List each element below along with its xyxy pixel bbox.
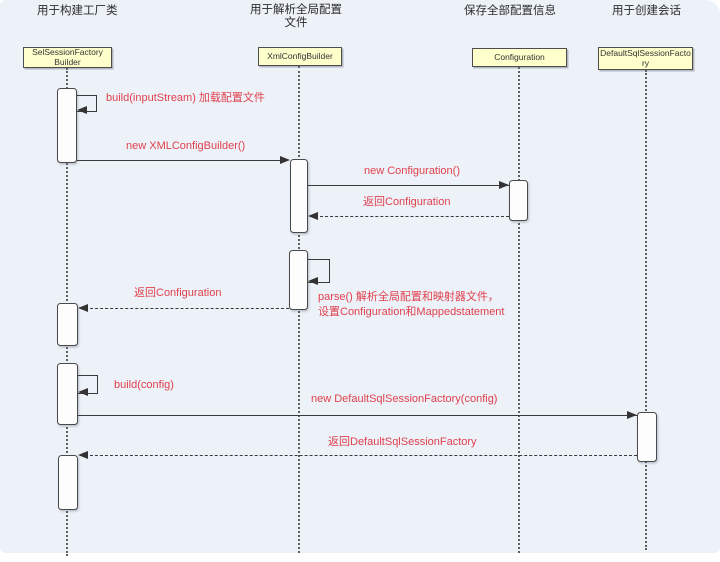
activation-bar <box>637 412 657 462</box>
lifeline-configuration <box>518 67 520 553</box>
activation-bar <box>509 180 528 221</box>
actor-annotation-config-store: 保存全部配置信息 <box>464 5 556 17</box>
message-label: new DefaultSqlSessionFactory(config) <box>311 393 498 405</box>
message-label: 返回Configuration <box>134 287 222 299</box>
activation-bar <box>57 363 78 425</box>
activation-bar <box>57 88 77 163</box>
actor-box-xmlconfigbuilder: XmlConfigBuilder <box>258 47 342 66</box>
message-label: 返回DefaultSqlSessionFactory <box>328 436 477 448</box>
self-message-loop <box>77 95 97 112</box>
actor-box-sqlsessionfactorybuilder: SelSessionFactory Builder <box>23 47 112 68</box>
lifeline-defaultsqlsessionfactory <box>645 70 647 550</box>
message-label: 返回Configuration <box>363 196 451 208</box>
arrowhead-left-icon <box>308 277 318 285</box>
actor-box-label: DefaultSqlSessionFactory <box>600 48 691 68</box>
actor-annotation-session-creator: 用于创建会话 <box>612 5 681 17</box>
actor-box-label: XmlConfigBuilder <box>267 50 333 61</box>
message-line <box>308 185 509 186</box>
message-line <box>77 160 280 161</box>
message-label: build(inputStream) 加载配置文件 <box>106 92 265 104</box>
message-return-line <box>310 216 509 217</box>
actor-annotation-config-parser: 用于解析全局配置文件 <box>250 4 342 29</box>
arrowhead-left-icon <box>78 451 88 459</box>
actor-box-defaultsqlsessionfactory: DefaultSqlSessionFactory <box>598 47 693 70</box>
arrowhead-left-icon <box>78 304 88 312</box>
message-label: new XMLConfigBuilder() <box>126 140 246 152</box>
activation-bar <box>289 250 308 310</box>
arrowhead-right-icon <box>280 156 290 164</box>
self-message-loop <box>78 375 98 394</box>
self-message-loop <box>308 259 330 283</box>
message-label: parse() 解析全局配置和映射器文件， <box>318 291 499 303</box>
actor-box-configuration: Configuration <box>472 48 567 67</box>
activation-bar <box>57 303 78 346</box>
message-line <box>78 415 637 416</box>
message-label: build(config) <box>114 379 174 391</box>
message-label: 设置Configuration和Mappedstatement <box>318 306 505 318</box>
message-label: new Configuration() <box>364 165 460 177</box>
message-return-line <box>80 455 637 456</box>
arrowhead-left-icon <box>78 388 88 396</box>
arrowhead-left-icon <box>308 212 318 220</box>
arrowhead-right-icon <box>499 181 509 189</box>
arrowhead-right-icon <box>627 411 637 419</box>
actor-box-label: SelSessionFactory Builder <box>32 47 103 67</box>
actor-annotation-factory-builder: 用于构建工厂类 <box>37 5 118 17</box>
activation-bar <box>58 455 78 510</box>
actor-box-label: Configuration <box>494 51 545 62</box>
activation-bar <box>290 159 308 233</box>
arrowhead-left-icon <box>77 106 87 114</box>
message-return-line <box>80 308 289 309</box>
